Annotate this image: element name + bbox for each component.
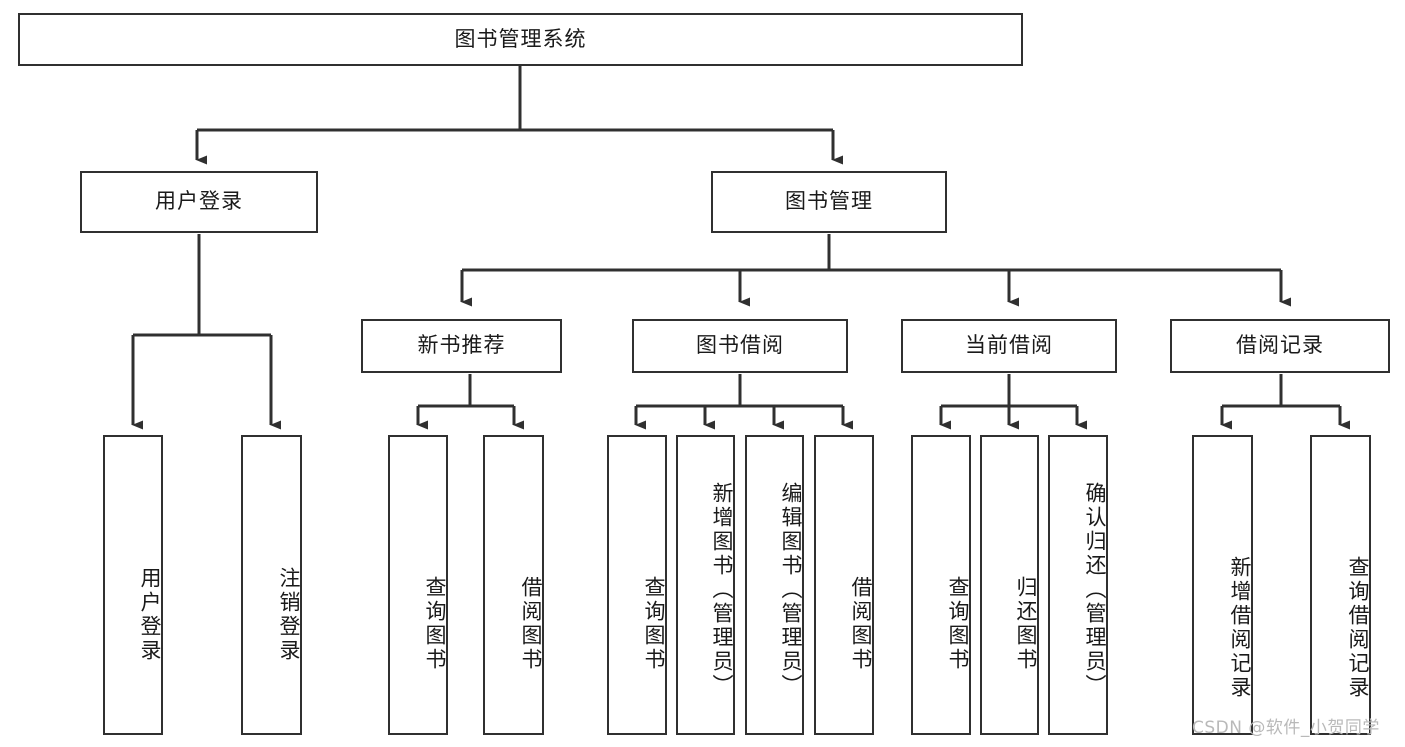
leaf-current-borrow-confirm[interactable]: 确认归还（管理员） xyxy=(1048,435,1108,735)
leaf-new-book-query[interactable]: 查询图书 xyxy=(388,435,448,735)
node-book-management[interactable]: 图书管理 xyxy=(711,171,947,233)
leaf-user-login-signin[interactable]: 用户登录 xyxy=(103,435,163,735)
leaf-book-borrow-query[interactable]: 查询图书 xyxy=(607,435,667,735)
node-borrow-record[interactable]: 借阅记录 xyxy=(1170,319,1390,373)
leaf-new-book-borrow[interactable]: 借阅图书 xyxy=(483,435,544,735)
csdn-watermark: CSDN @软件_小贺同学 xyxy=(1192,718,1380,738)
leaf-book-borrow-add[interactable]: 新增图书（管理员） xyxy=(676,435,735,735)
node-current-borrow[interactable]: 当前借阅 xyxy=(901,319,1117,373)
leaf-borrow-record-query[interactable]: 查询借阅记录 xyxy=(1310,435,1371,735)
node-user-login[interactable]: 用户登录 xyxy=(80,171,318,233)
leaf-current-borrow-query[interactable]: 查询图书 xyxy=(911,435,971,735)
leaf-user-login-signout[interactable]: 注销登录 xyxy=(241,435,302,735)
leaf-current-borrow-return[interactable]: 归还图书 xyxy=(980,435,1039,735)
node-root-system[interactable]: 图书管理系统 xyxy=(18,13,1023,66)
leaf-book-borrow-edit[interactable]: 编辑图书（管理员） xyxy=(745,435,804,735)
leaf-book-borrow-lend[interactable]: 借阅图书 xyxy=(814,435,874,735)
node-new-book-recommend[interactable]: 新书推荐 xyxy=(361,319,562,373)
node-book-borrow[interactable]: 图书借阅 xyxy=(632,319,848,373)
leaf-borrow-record-add[interactable]: 新增借阅记录 xyxy=(1192,435,1253,735)
